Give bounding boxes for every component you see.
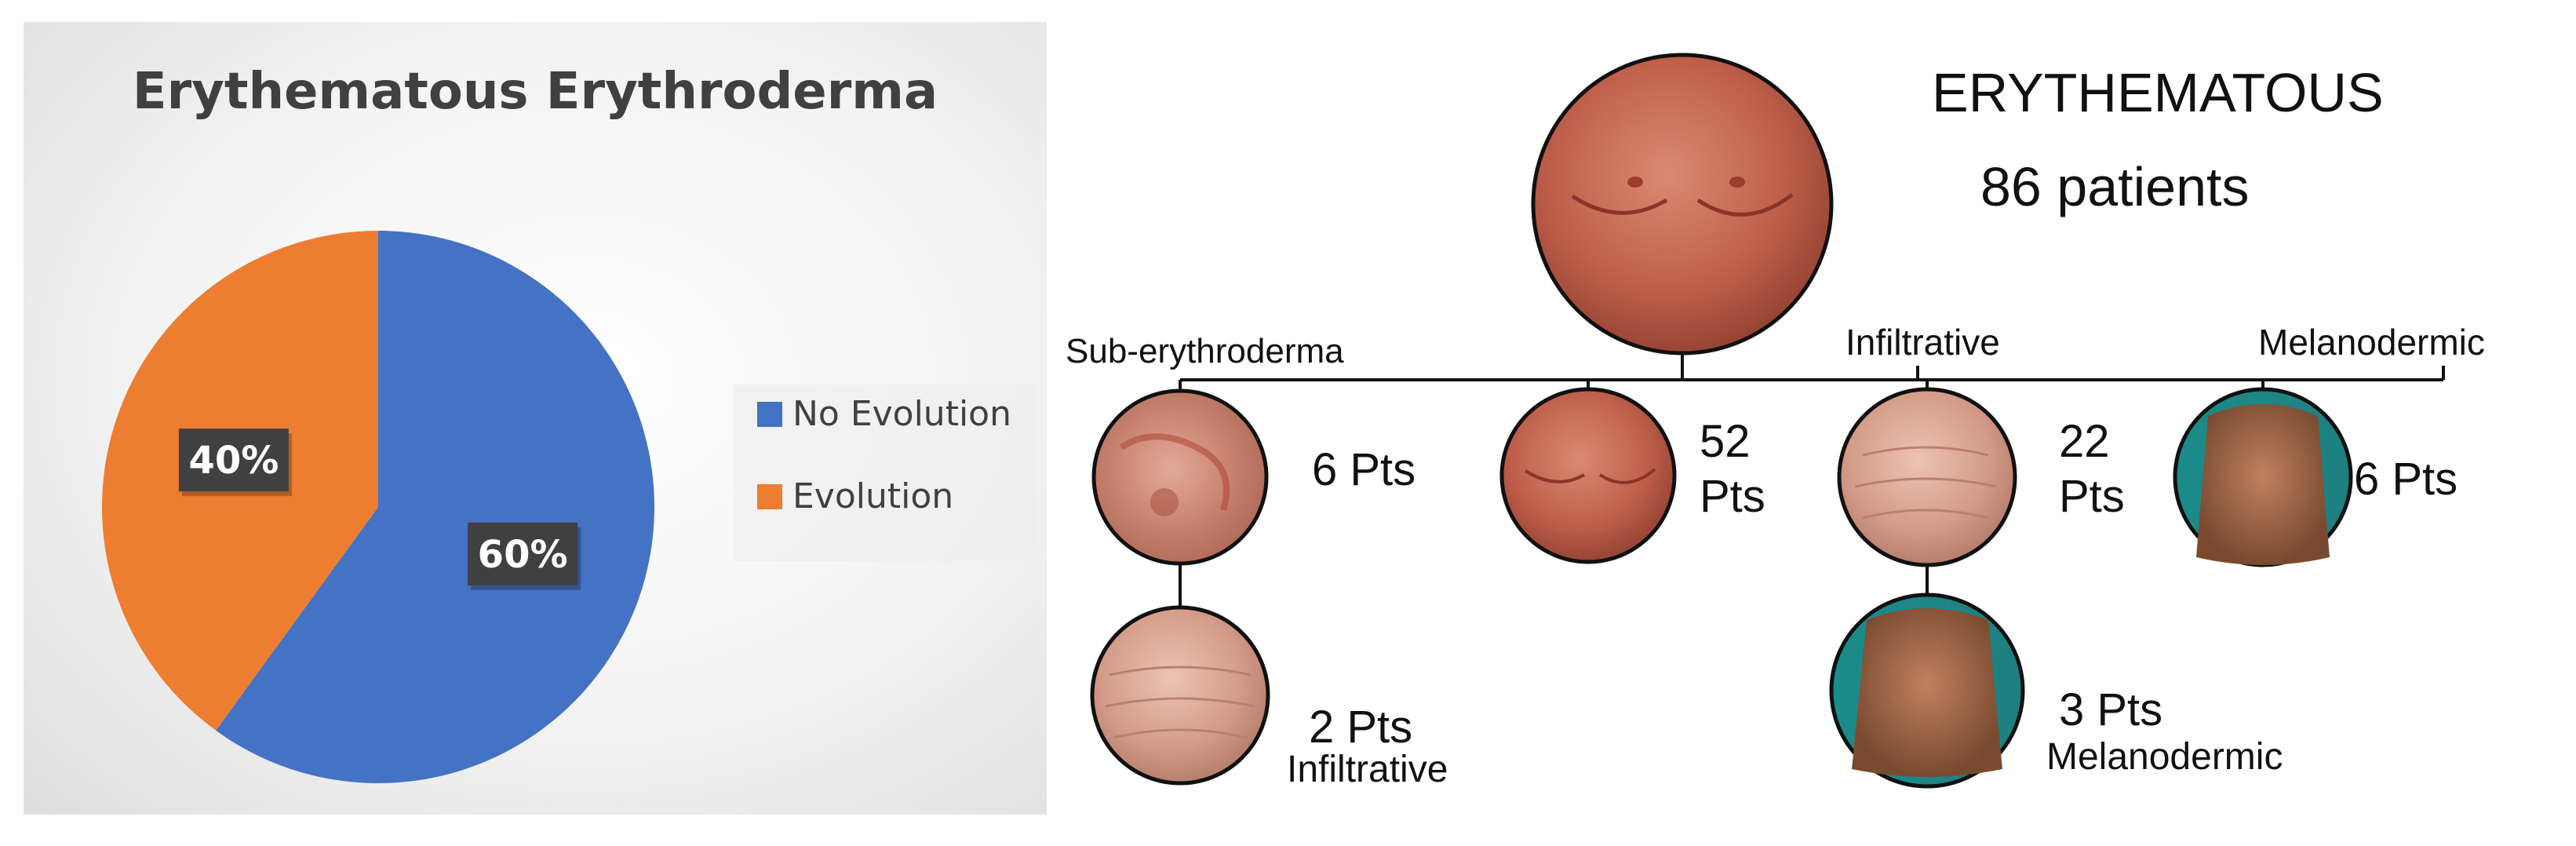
child-label-infiltrative: Infiltrative	[1287, 749, 1448, 790]
legend-swatch	[757, 484, 782, 509]
child-count-infiltrative: 2 Pts	[1309, 702, 1412, 753]
child-label-melanodermic: Melanodermic	[2046, 736, 2283, 778]
data-label-text: 60%	[478, 533, 568, 577]
branch-count-melanodermic: 6 Pts	[2354, 454, 2458, 505]
branch-count-erythematous-1: 52	[1700, 416, 1751, 467]
branch-count-erythematous-2: Pts	[1700, 471, 1765, 522]
melanodermic-photo	[2173, 387, 2353, 567]
pie-slice-no-evolution	[216, 231, 654, 783]
data-label-no-evolution: 60%	[468, 522, 581, 590]
pie-chart-panel: Erythematous Erythroderma 60% 40% No Evol…	[24, 22, 1047, 815]
legend-label: No Evolution	[792, 394, 1011, 434]
branch-label-infiltrative: Infiltrative	[1845, 322, 2000, 363]
legend-swatch	[757, 402, 782, 427]
chart-title: Erythematous Erythroderma	[133, 63, 938, 121]
data-label-evolution: 40%	[178, 428, 292, 497]
branch-count-infiltrative-1: 22	[2059, 416, 2110, 467]
branch-count-infiltrative-2: Pts	[2059, 471, 2125, 522]
branch-count-sub-erythroderma: 6 Pts	[1312, 444, 1416, 495]
infiltrative-to-melanodermic-photo	[1829, 593, 2025, 789]
erythematous-photo	[1531, 53, 1834, 356]
branch-label-melanodermic: Melanodermic	[2258, 322, 2485, 363]
sub-to-infiltrative-photo	[1090, 605, 1270, 786]
sub-erythroderma-photo	[1091, 388, 1269, 566]
patient-flow-diagram: ERYTHEMATOUS 86 patients Sub-erythroderm…	[1047, 0, 2576, 842]
child-count-melanodermic: 3 Pts	[2059, 684, 2162, 735]
branch-label-sub-erythroderma: Sub-erythroderma	[1066, 332, 1344, 370]
connector-lines	[1179, 354, 2445, 606]
diagram-header-title: ERYTHEMATOUS	[1932, 62, 2384, 123]
erythematous-52-photo	[1499, 387, 1677, 564]
data-label-text: 40%	[188, 439, 279, 483]
diagram-header-count: 86 patients	[1980, 156, 2249, 217]
legend-label: Evolution	[792, 476, 953, 516]
pie-chart: Erythematous Erythroderma 60% 40% No Evol…	[101, 63, 1036, 783]
infiltrative-photo	[1837, 387, 2017, 567]
